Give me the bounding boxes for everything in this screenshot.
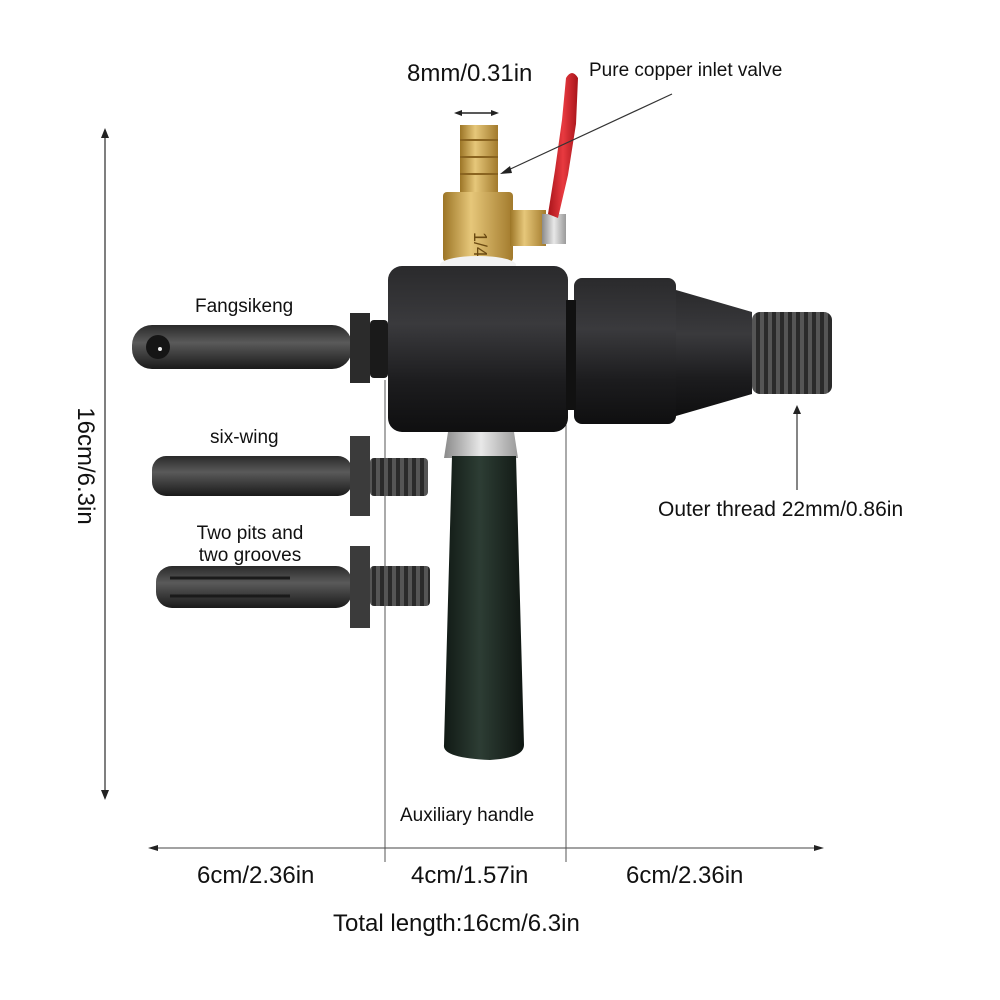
inlet-barb: [460, 125, 498, 195]
two-pits-label-line2: two grooves: [198, 545, 302, 566]
two-pits-label: Two pits and two grooves: [190, 524, 310, 565]
two-pits-label-line1: Two pits and: [196, 523, 304, 544]
length-left-label: 6cm/2.36in: [197, 862, 315, 889]
auxiliary-handle-grip: [443, 456, 524, 760]
main-body: [388, 266, 568, 432]
fangsikeng-shank: [132, 313, 388, 383]
inlet-diameter-label: 8mm/0.31in: [407, 60, 533, 87]
height-label: 16cm/6.3in: [72, 407, 99, 525]
length-middle-label: 4cm/1.57in: [411, 862, 529, 889]
cone: [676, 290, 752, 416]
six-wing-label: six-wing: [210, 427, 279, 448]
handle-nut: [444, 432, 518, 458]
valve-body: 1/4: [443, 192, 566, 262]
svg-text:1/4: 1/4: [470, 232, 490, 257]
coupling-sleeve: [574, 278, 676, 424]
height-dimension-line: [101, 128, 109, 800]
outer-thread-label: Outer thread 22mm/0.86in: [658, 498, 904, 521]
inlet-valve-label: Pure copper inlet valve: [589, 60, 783, 81]
outer-thread: [752, 312, 832, 394]
valve-handle: [548, 73, 578, 218]
auxiliary-handle-label: Auxiliary handle: [400, 805, 535, 826]
sds-shank: [156, 546, 430, 628]
total-length-label: Total length:16cm/6.3in: [333, 910, 580, 937]
inlet-width-arrow: [454, 110, 499, 116]
inlet-valve-leader: [500, 93, 673, 174]
length-right-label: 6cm/2.36in: [626, 862, 744, 889]
fangsikeng-label: Fangsikeng: [195, 296, 294, 317]
six-wing-shank: [152, 436, 428, 516]
outer-thread-leader: [793, 405, 801, 490]
